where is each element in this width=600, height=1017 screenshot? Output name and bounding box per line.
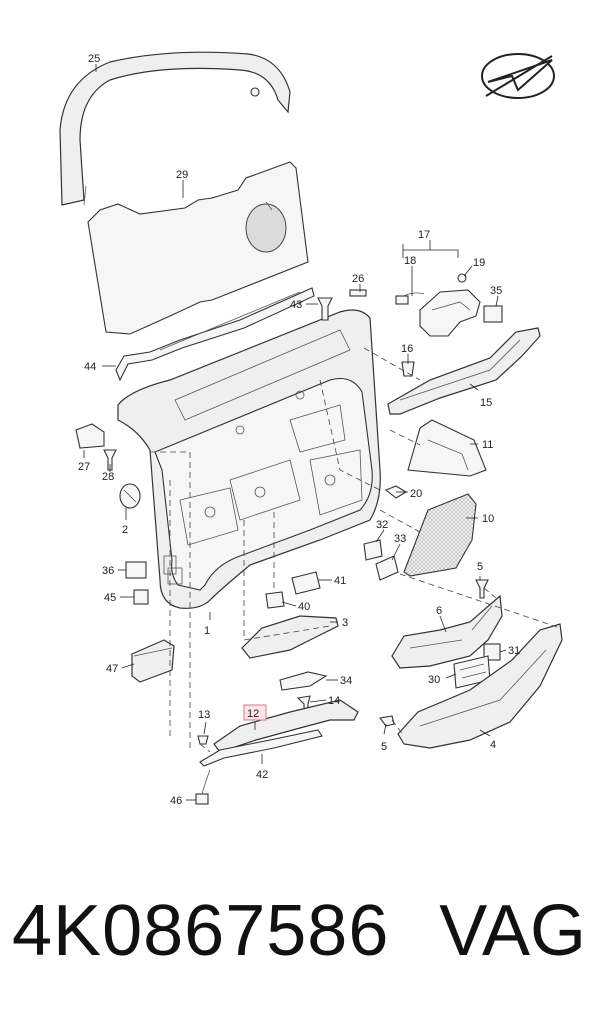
callout-label: 18 <box>404 255 416 267</box>
callout-label: 2 <box>122 524 128 536</box>
callout-label: 31 <box>508 645 520 657</box>
part-42-light-guide <box>199 729 323 767</box>
callout-label: 6 <box>436 605 442 617</box>
callout-label: 20 <box>410 488 422 500</box>
part-34-bracket <box>279 671 328 691</box>
part-27-bracket <box>75 423 105 449</box>
part-16-clip <box>401 361 415 377</box>
callout-label: 44 <box>84 361 96 373</box>
callout-label: 42 <box>256 769 268 781</box>
callout-label: 5 <box>477 561 483 573</box>
callout-label: 35 <box>490 285 502 297</box>
callout-label: 15 <box>480 397 492 409</box>
part-2-clip <box>119 483 141 509</box>
part-17-door-handle-assembly <box>395 273 503 337</box>
part-29-moisture-barrier <box>87 161 309 335</box>
callout-label: 28 <box>102 471 114 483</box>
part-46-connector <box>195 769 211 805</box>
alignment-guides <box>150 347 561 753</box>
part-44-support-strip <box>115 287 315 382</box>
callout-label: 46 <box>170 795 182 807</box>
callout-labels: 1 2 3 4 5 5 6 10 11 12 13 14 15 16 17 18… <box>78 53 520 807</box>
part-15-upper-trim-strip <box>387 327 541 415</box>
callout-label: 1 <box>204 625 210 637</box>
callout-label: 27 <box>78 461 90 473</box>
callout-label: 5 <box>381 741 387 753</box>
callout-label: 11 <box>482 439 493 451</box>
brand-name: VAG <box>439 891 586 971</box>
part-43-screw <box>317 297 333 321</box>
part-13-screw <box>197 735 209 745</box>
callout-label: 12 <box>247 708 259 720</box>
callout-label: 14 <box>328 695 340 707</box>
callout-label: 4 <box>490 739 496 751</box>
part-32-button <box>363 539 383 561</box>
part-36-switch <box>125 561 147 579</box>
part-4-armrest <box>397 623 563 749</box>
callout-label: 10 <box>482 513 494 525</box>
part-5-screw-upper <box>475 579 489 599</box>
exploded-parts-diagram: 1 2 3 4 5 5 6 10 11 12 13 14 15 16 17 18… <box>59 51 563 807</box>
part-1-door-trim-panel <box>117 309 381 609</box>
part-11-cover-cap <box>407 419 487 477</box>
leader-lines <box>83 64 507 801</box>
part-28-screw <box>103 449 117 471</box>
callout-label: 34 <box>340 675 352 687</box>
callout-label: 41 <box>334 575 346 587</box>
highlight-box-callout-12 <box>243 704 267 721</box>
part-40-switch <box>265 591 285 609</box>
callout-label: 32 <box>376 519 388 531</box>
part-41-switch <box>291 571 321 595</box>
part-3-grab-handle-cover <box>241 615 339 659</box>
part-5-screw-lower <box>379 715 395 727</box>
callout-label: 36 <box>102 565 114 577</box>
part-45-cap <box>133 589 149 605</box>
callout-label: 47 <box>106 663 118 675</box>
callout-label: 30 <box>428 674 440 686</box>
part-25-window-frame-trim <box>59 51 291 206</box>
callout-label: 43 <box>290 299 302 311</box>
part-number: 4K0867586 <box>12 891 390 971</box>
part-26-clip <box>349 289 367 297</box>
callout-label: 40 <box>298 601 310 613</box>
callout-label: 16 <box>401 343 413 355</box>
callout-label: 29 <box>176 169 188 181</box>
part-47-control-unit <box>131 639 175 683</box>
caption-bar: 4K0867586 VAG <box>0 888 600 978</box>
callout-label: 25 <box>88 53 100 65</box>
callout-label: 19 <box>473 257 485 269</box>
part-12-lower-trim-strip <box>213 699 359 753</box>
callout-label: 3 <box>342 617 348 629</box>
part-10-speaker-grille <box>403 493 477 577</box>
callout-label: 13 <box>198 709 210 721</box>
callout-label: 33 <box>394 533 406 545</box>
part-33-button <box>375 555 399 581</box>
part-6-switch-housing <box>391 594 503 669</box>
callout-label: 17 <box>418 229 430 241</box>
callout-label: 45 <box>104 592 116 604</box>
callout-label: 26 <box>352 273 364 285</box>
paper-plane-crossed-circle-icon <box>481 53 555 99</box>
